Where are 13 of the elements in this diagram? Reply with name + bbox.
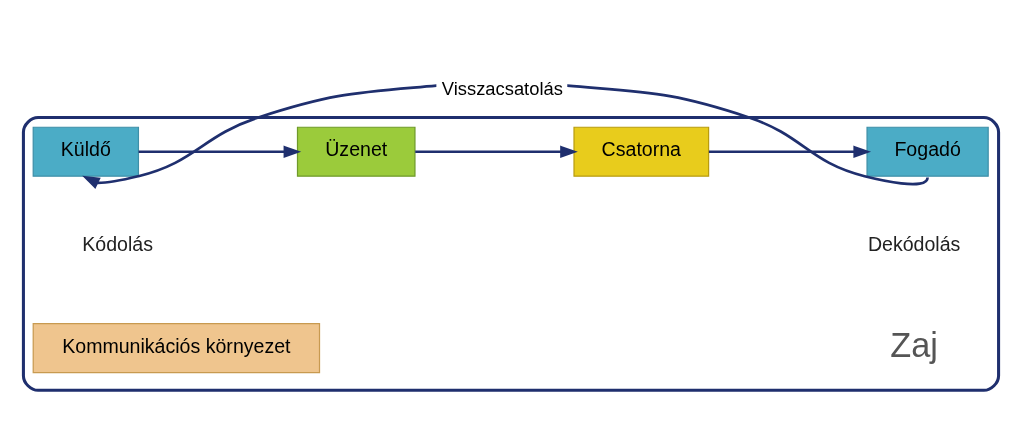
label: Kódolás (82, 232, 153, 255)
cluster (21, 115, 1001, 392)
node-box: Kommunikációs környezet (32, 323, 321, 374)
node-box: Küldő (32, 126, 140, 177)
arrow (708, 145, 872, 158)
node-box: Csatorna (573, 126, 710, 177)
arrow (415, 145, 578, 158)
node-box: Üzenet (296, 126, 416, 177)
edge-label: Visszacsatolás (441, 77, 563, 99)
label: Dekódolás (867, 232, 961, 255)
label: Zaj (890, 325, 938, 364)
arrow (138, 145, 302, 158)
node-box: Fogadó (866, 126, 989, 177)
